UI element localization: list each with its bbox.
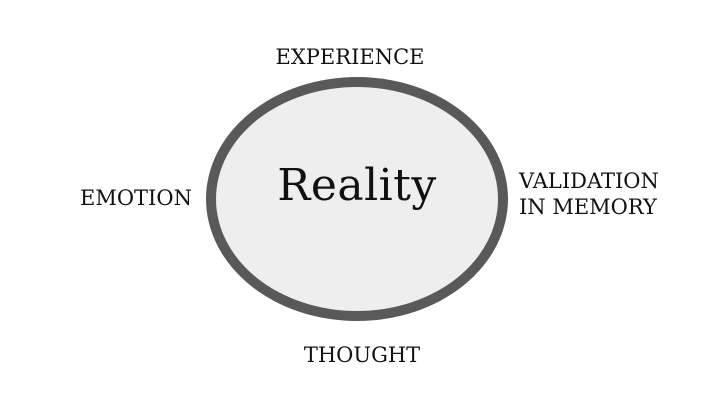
label-validation-in-memory: VALIDATION IN MEMORY <box>519 168 659 220</box>
label-experience: EXPERIENCE <box>275 45 425 69</box>
reality-ellipse <box>206 77 508 321</box>
label-emotion: EMOTION <box>80 186 192 210</box>
center-label: Reality <box>277 160 437 211</box>
label-validation-line2: IN MEMORY <box>519 195 657 219</box>
label-validation-line1: VALIDATION <box>519 169 659 193</box>
label-thought: THOUGHT <box>303 343 421 367</box>
